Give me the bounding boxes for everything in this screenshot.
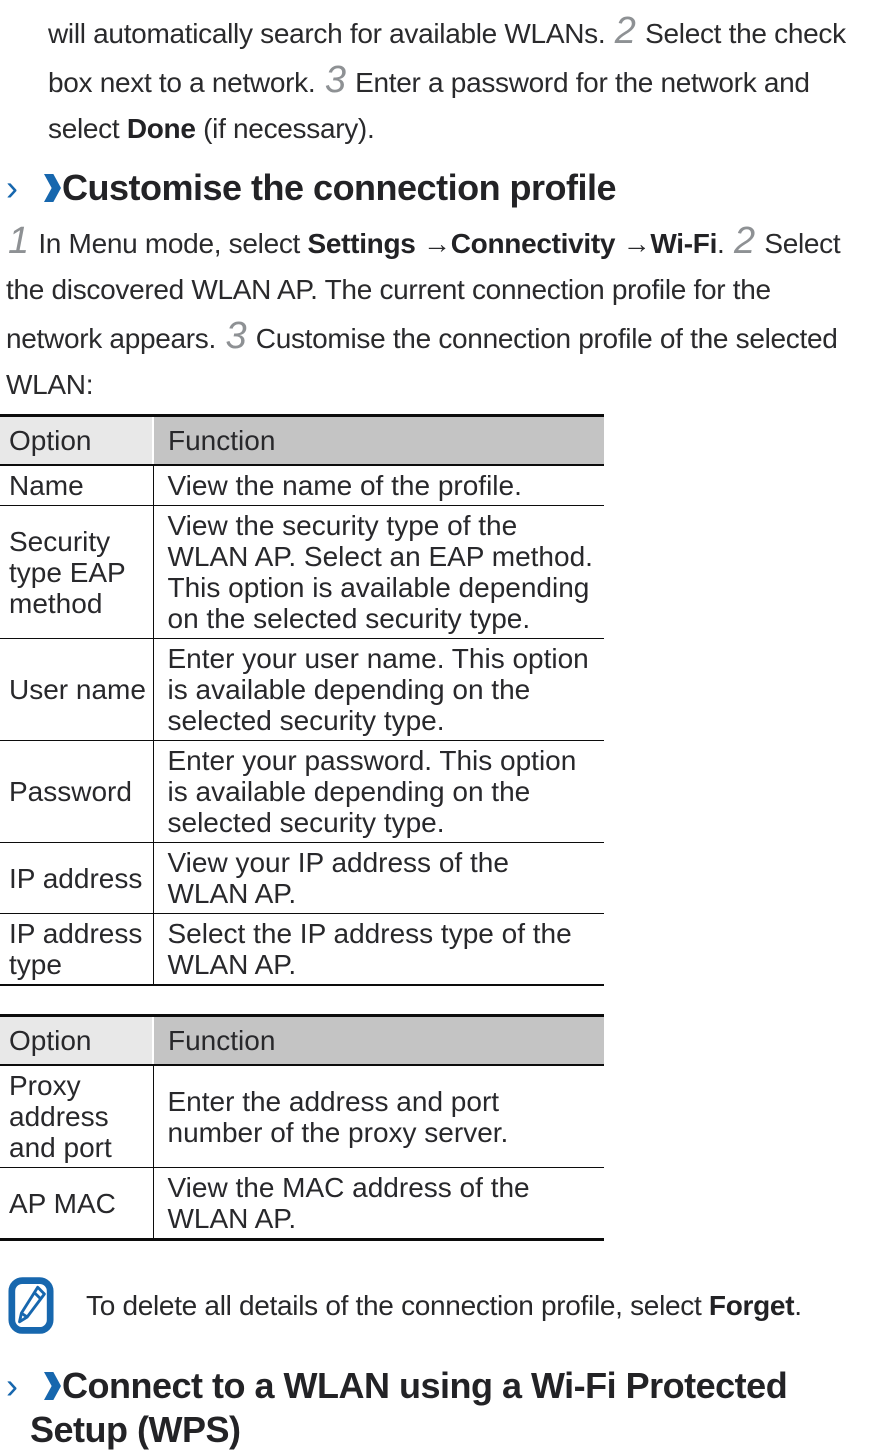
option-cell: Password <box>0 740 154 843</box>
text-segment: Settings <box>307 228 416 259</box>
step-number: 3 <box>225 315 247 357</box>
column-header-option: Option <box>0 415 154 466</box>
step-number: 3 <box>324 59 346 101</box>
option-cell: IP address type <box>0 913 154 985</box>
manual-page: will automatically search for available … <box>0 8 884 1450</box>
option-cell: Proxy address and port <box>0 1065 154 1168</box>
step-number: 2 <box>734 220 755 262</box>
column-header-function: Function <box>153 415 604 466</box>
steps-paragraph: 1 In Menu mode, select Settings →Connect… <box>6 218 854 408</box>
text-segment: . <box>794 1289 802 1321</box>
section-heading-label: Customise the connection profile <box>62 167 617 208</box>
text-segment: Done <box>126 113 196 144</box>
function-cell: View the MAC address of the WLAN AP. <box>167 1172 530 1234</box>
text-segment: In Menu mode, select <box>30 228 308 259</box>
text-segment: (if necessary). <box>195 113 375 144</box>
text-segment: Wi-Fi <box>650 228 718 259</box>
intro-paragraph: will automatically search for available … <box>48 8 857 152</box>
section-heading-label: Connect to a WLAN using a Wi-Fi Protecte… <box>30 1365 788 1450</box>
note-pencil-icon <box>8 1277 54 1334</box>
note-callout: To delete all details of the connection … <box>8 1277 857 1334</box>
function-cell: View the name of the profile. <box>153 465 604 506</box>
section-heading-wps: › Connect to a WLAN using a Wi-Fi Protect… <box>0 1364 884 1452</box>
function-cell: Enter your user name. This option is ava… <box>153 638 604 741</box>
function-cell: Enter the address and port number of the… <box>153 1065 604 1168</box>
text-segment: Customise the connection profile of the … <box>6 323 838 400</box>
option-cell: IP address <box>0 842 154 914</box>
text-segment: Select the discovered WLAN AP. The curre… <box>6 228 841 354</box>
step-number: 1 <box>8 220 29 262</box>
column-header-function: Function <box>153 1015 604 1066</box>
option-cell: User name <box>0 638 154 741</box>
heading-chevron-icon <box>44 174 61 202</box>
text-segment: To delete all details of the connection … <box>86 1289 709 1321</box>
text-segment: Connectivity <box>450 228 616 259</box>
note-text: To delete all details of the connection … <box>86 1289 802 1323</box>
chevron-outline-icon: › <box>6 1365 18 1406</box>
section-heading-customise-profile: › Customise the connection profile <box>0 166 884 210</box>
text-segment: → <box>415 228 451 259</box>
option-cell: Name <box>0 465 154 506</box>
function-cell: Select the IP address type of the WLAN A… <box>167 918 572 980</box>
text-segment: Forget <box>708 1289 795 1321</box>
option-cell: AP MAC <box>0 1167 154 1240</box>
function-cell: Enter your password. This option is avai… <box>153 740 604 843</box>
option-cell: Security type EAP method <box>0 505 154 639</box>
step-number: 2 <box>614 10 636 52</box>
text-segment: Enter a password for the network and sel… <box>48 67 810 144</box>
text-segment: → <box>615 228 651 259</box>
chevron-outline-icon: › <box>6 167 18 208</box>
function-cell: View the security type of the WLAN AP. S… <box>153 505 604 639</box>
text-segment: . <box>717 228 733 259</box>
heading-chevron-icon <box>44 1372 61 1400</box>
column-header-option: Option <box>0 1015 154 1066</box>
text-segment: Select the check box next to a network. <box>48 18 846 98</box>
function-cell: View your IP address of the WLAN AP. <box>153 842 604 914</box>
text-segment: will automatically search for available … <box>48 18 613 49</box>
